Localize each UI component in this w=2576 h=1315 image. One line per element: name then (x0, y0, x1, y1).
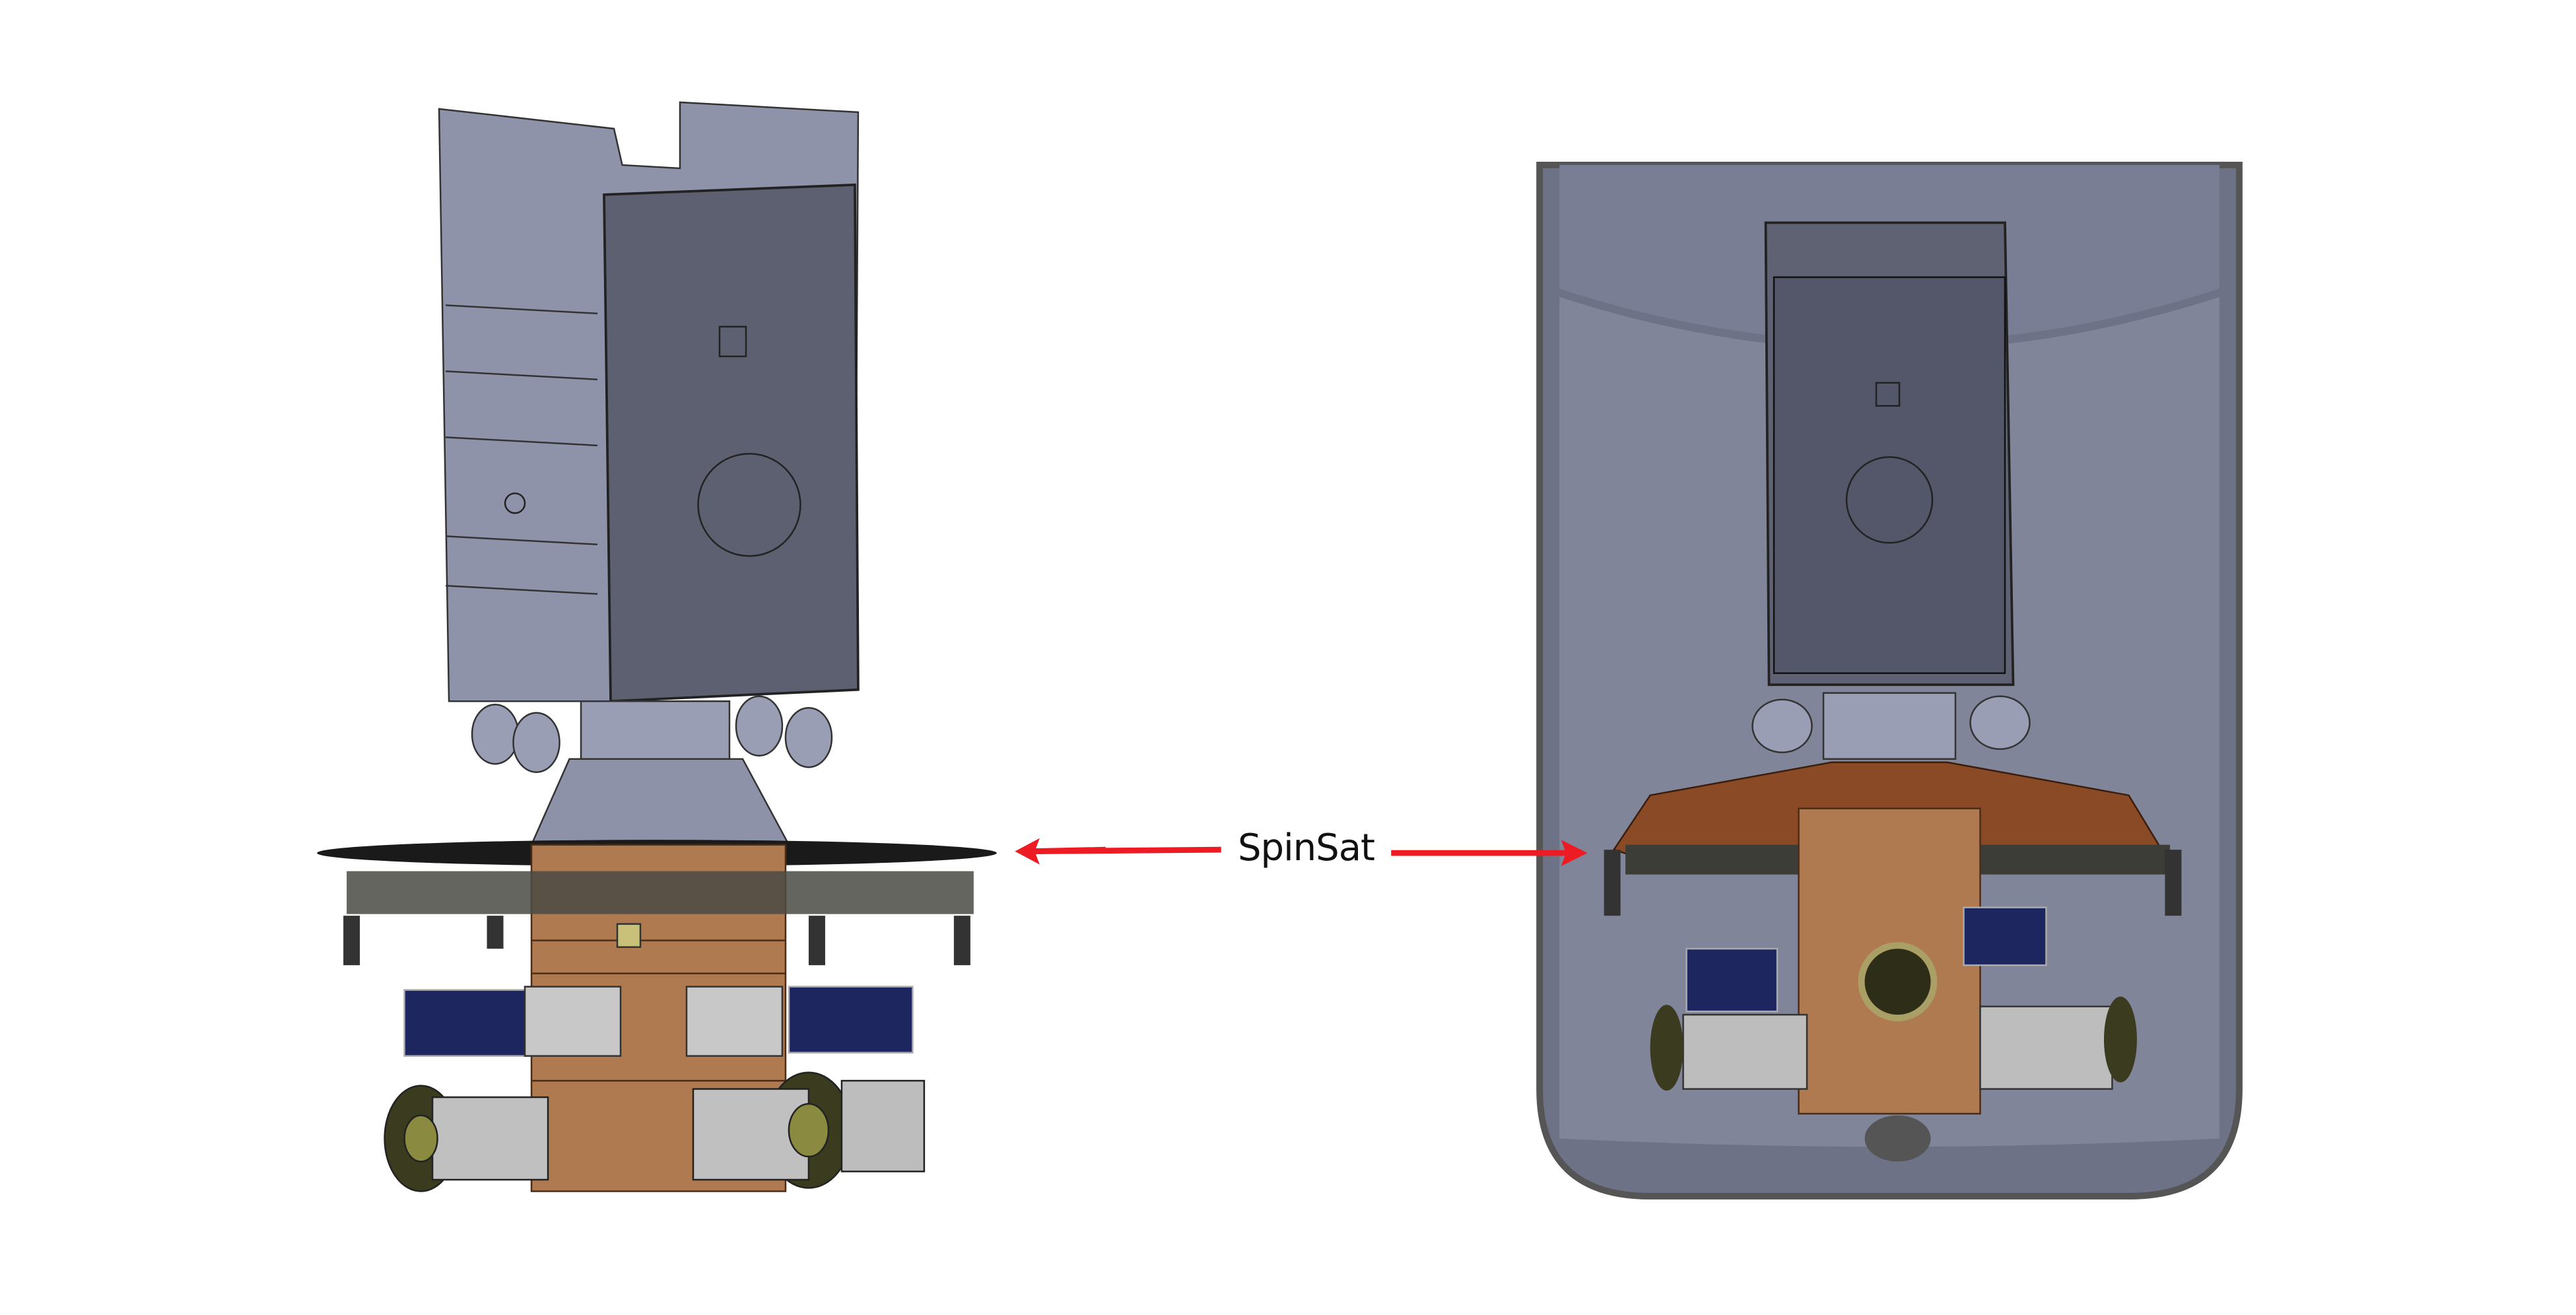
stack-in-fairing-view (1536, 161, 2243, 1200)
arrow-right (1391, 840, 1588, 867)
arrow-left (1015, 838, 1221, 865)
spinsat-label: SpinSat (1238, 826, 1375, 869)
antenna-icon (697, 453, 801, 557)
stack-exterior-view (317, 101, 997, 1192)
